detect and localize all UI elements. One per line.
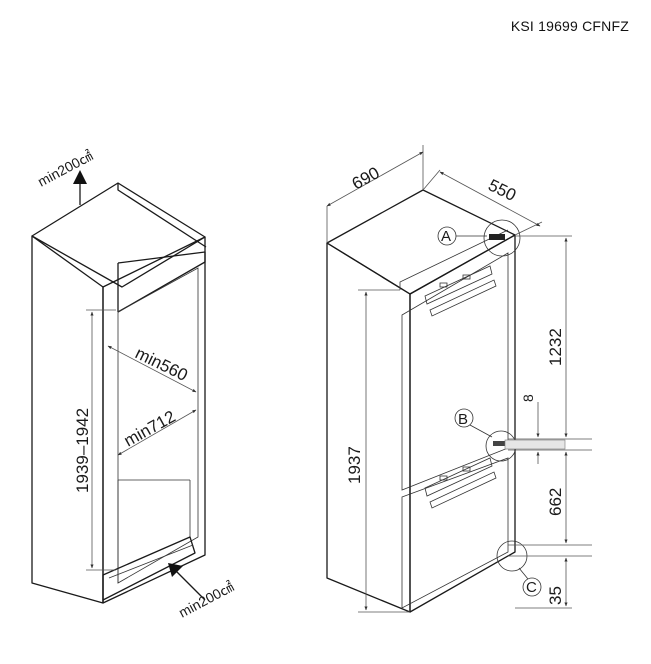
lower-height-label: 662	[546, 488, 565, 516]
appliance-drawing: A B C 690 550 1937 1232 8	[326, 145, 592, 613]
width-690-line	[326, 151, 424, 207]
marker-a: A	[441, 228, 451, 245]
upper-hinge	[424, 265, 497, 317]
model-number: KSI 19699 CFNFZ	[510, 18, 629, 34]
vent-bottom-label: min200㎠	[176, 578, 236, 620]
niche-front-frame	[102, 236, 206, 604]
upper-door	[401, 252, 509, 491]
niche-drawing: min200㎠ min200㎠ min560 min712 1939–1942	[31, 147, 236, 621]
detail-a-bracket	[489, 234, 505, 240]
appliance-height-label: 1937	[345, 446, 364, 484]
middle-hinge	[424, 457, 497, 509]
detail-b-bracket	[493, 441, 507, 446]
appliance-depth-label: 550	[485, 176, 519, 206]
width-dimension-line	[117, 409, 197, 456]
width-label: min712	[121, 407, 179, 451]
depth-label: min560	[132, 344, 190, 386]
upper-height-label: 1232	[546, 328, 565, 366]
appliance-front	[409, 234, 516, 613]
appliance-width-label: 690	[349, 163, 383, 193]
niche-plinth	[102, 536, 196, 603]
marker-b: B	[458, 411, 468, 428]
gap-label: 8	[520, 394, 536, 402]
depth-dimension-line	[107, 345, 197, 393]
vent-bottom-arrow	[174, 569, 206, 601]
depth-550-line	[439, 171, 541, 227]
marker-c: C	[526, 579, 537, 596]
appliance-side	[326, 242, 411, 613]
lower-door	[401, 457, 509, 609]
gap-indicator	[504, 439, 566, 450]
base-height-label: 35	[546, 586, 565, 605]
appliance-top	[326, 189, 516, 295]
height-label: 1939–1942	[73, 408, 92, 493]
